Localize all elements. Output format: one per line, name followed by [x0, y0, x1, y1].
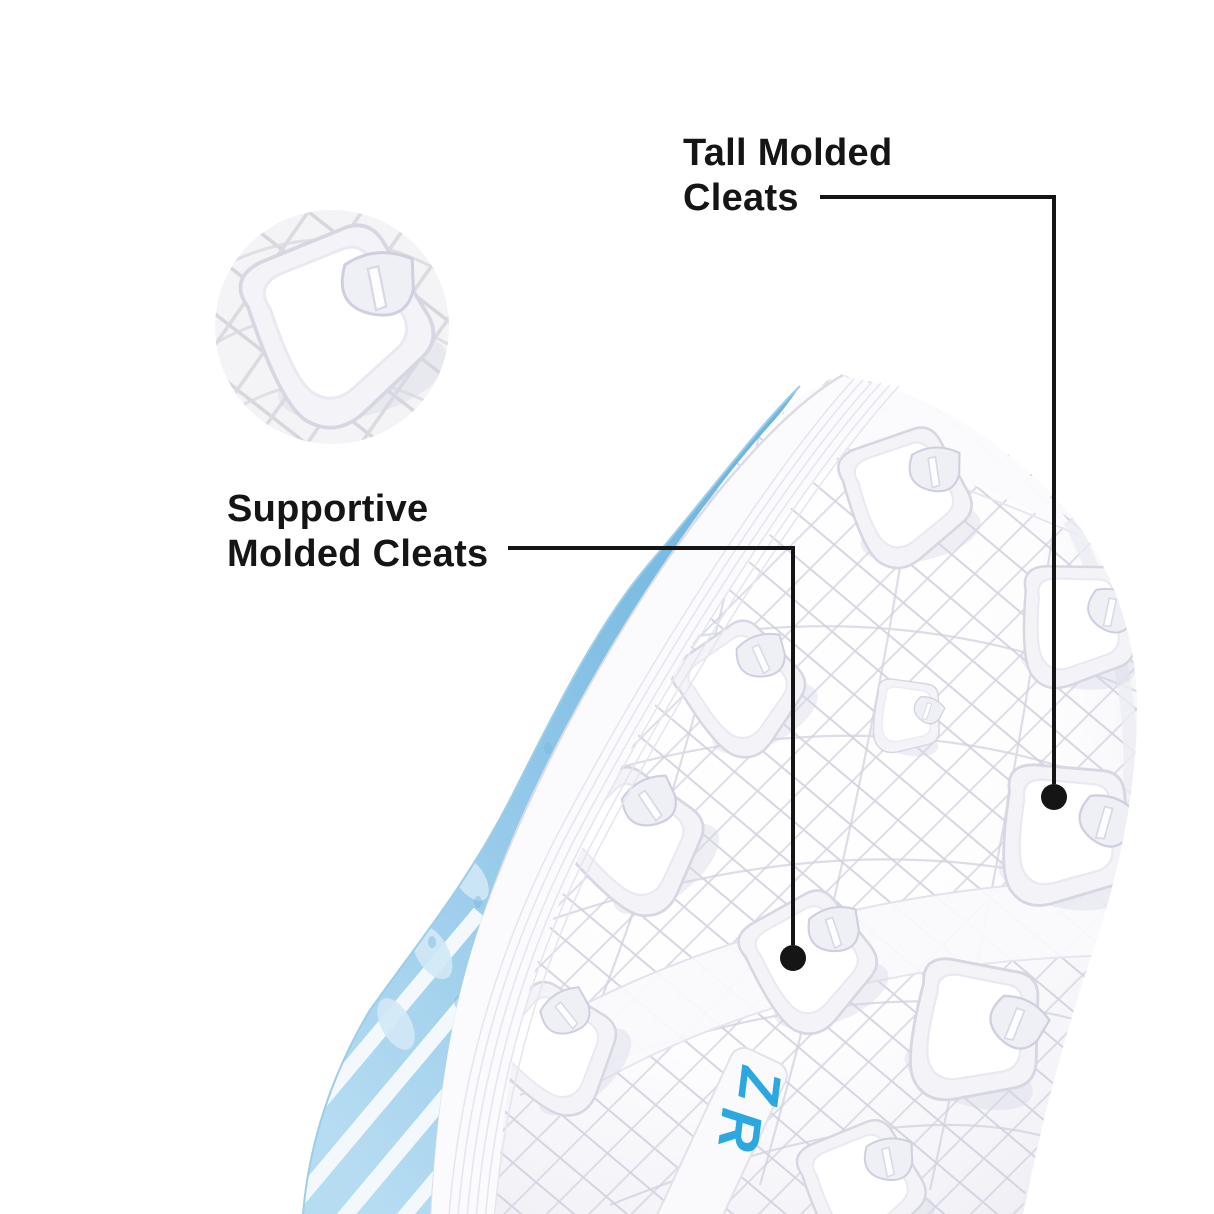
- cleat-detail-inset: [215, 210, 449, 444]
- tall-label-line1: Tall Molded: [683, 132, 893, 174]
- callout-lines: [508, 195, 1056, 945]
- tall-label-line2: Cleats: [683, 177, 799, 219]
- tall-callout-line: [820, 195, 1056, 784]
- supportive-label-line1: Supportive: [227, 488, 429, 530]
- supportive-label-line2: Molded Cleats: [227, 533, 489, 575]
- tall-callout-dot: [1041, 784, 1067, 810]
- supportive-callout-line: [508, 546, 795, 945]
- supportive-molded-cleats-label: Supportive Molded Cleats: [227, 487, 489, 577]
- tall-molded-cleats-label: Tall Molded Cleats: [683, 131, 892, 221]
- supportive-callout-dot: [780, 945, 806, 971]
